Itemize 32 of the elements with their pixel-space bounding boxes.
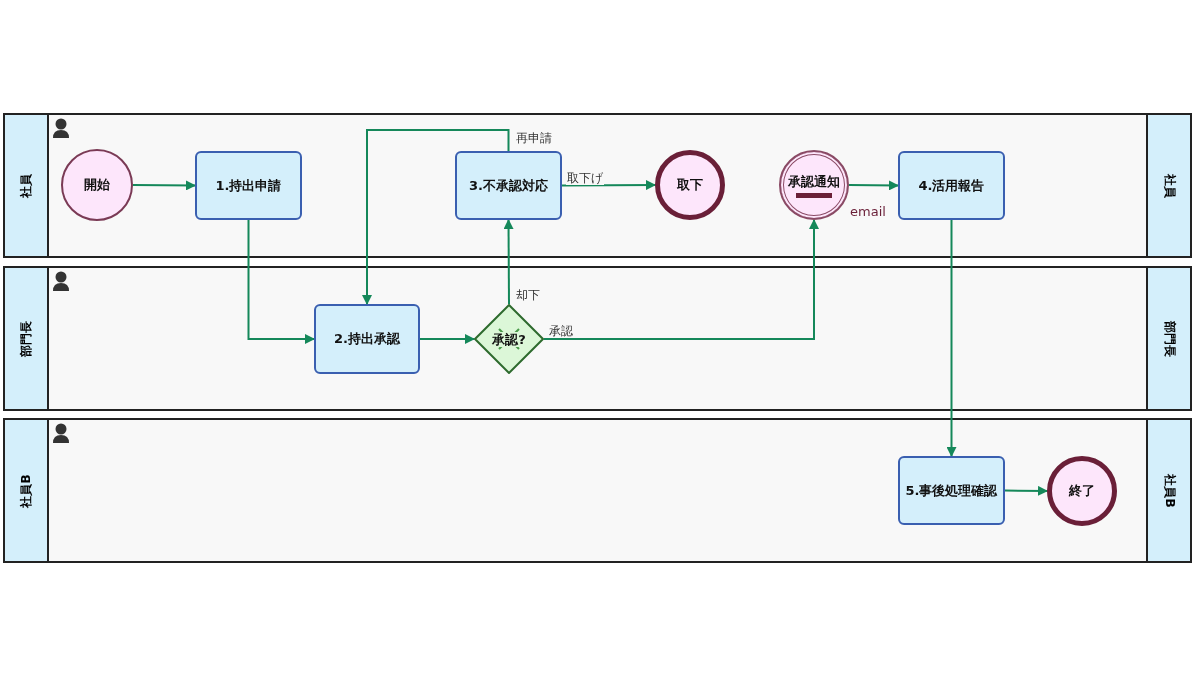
process-box: 5.事後処理確認 (898, 456, 1005, 525)
arrow (132, 180, 196, 191)
arrow (419, 334, 475, 344)
start-event: 開始 (61, 149, 133, 221)
swimlane (3, 266, 1192, 411)
edge-label: 却下 (515, 288, 541, 302)
lane-header: 社員 (5, 115, 49, 256)
event-label: 承認通知 (788, 172, 840, 191)
arrow (362, 129, 510, 305)
edge-label: 承認 (548, 324, 574, 338)
lane-header: 部門長 (5, 268, 49, 409)
edge-label: 再申請 (514, 131, 553, 145)
end-event: 終了 (1047, 456, 1117, 526)
arrow (543, 219, 819, 340)
arrow (1004, 485, 1048, 496)
lane-header: 社員 (1146, 115, 1190, 256)
arrow (848, 180, 899, 191)
arrow (946, 219, 957, 457)
arrow (561, 180, 656, 191)
arrow (503, 219, 514, 305)
swimlane (3, 113, 1192, 258)
process-box: 1.持出申請 (195, 151, 302, 220)
arrow (247, 219, 315, 344)
process-box: 2.持出承認 (314, 304, 420, 374)
lane-header: 部門長 (1146, 268, 1190, 409)
process-box: 3.不承認対応 (455, 151, 562, 220)
swimlane (3, 418, 1192, 563)
event-caption: email (850, 204, 886, 219)
lane-header: 社員B (5, 420, 49, 561)
lane-header: 社員B (1146, 420, 1190, 561)
end-event: 取下 (655, 150, 725, 220)
process-box: 4.活用報告 (898, 151, 1005, 220)
